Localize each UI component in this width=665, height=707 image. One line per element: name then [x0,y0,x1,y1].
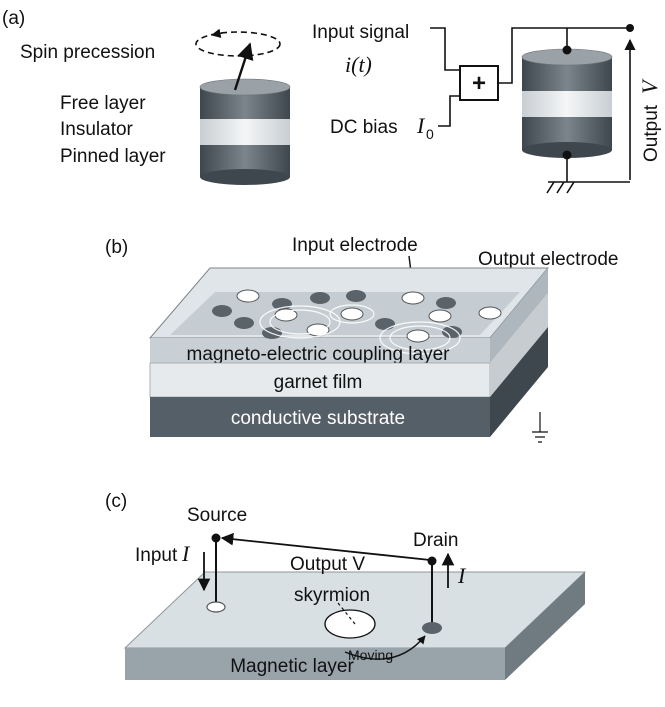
drain-current-symbol: I [457,563,467,588]
adder-symbol: + [472,70,486,97]
moving-arrow [344,635,426,660]
output-label: Output [641,104,662,162]
mtj-pillar-right [521,48,613,158]
drain-label: Drain [413,530,458,551]
input-symbol: I [181,541,191,566]
output-label-group: Output V [637,78,662,162]
garnet-film-label: garnet film [274,372,363,393]
output-electrode [212,305,232,317]
output-voltage-line [220,532,431,561]
coupling-layer-label: magneto-electric coupling layer [187,344,451,365]
pillar-top-ellipse [199,78,291,96]
substrate-label: conductive substrate [231,408,405,429]
output-electrode-label: Output electrode [478,249,618,270]
substrate-side [490,327,548,437]
input-signal-wire [430,27,460,71]
dc-bias-symbol: I [416,113,426,138]
dc-bias-wire [438,95,460,127]
dc-bias-label: DC bias [330,117,398,138]
magnetic-layer-side [505,572,585,680]
input-signal-label: Input signal [312,22,409,43]
panel-b-tag: (b) [105,237,128,258]
substrate-ground-icon [532,431,548,443]
spin-precession-label: Spin precession [20,42,155,63]
garnet-film-side [490,293,548,397]
panel-c-tag: (c) [105,491,127,512]
input-electrode [478,306,502,320]
input-label: Input [135,545,178,566]
substrate-front [150,397,490,437]
source-electrode [206,601,226,613]
output-node-top [626,24,634,32]
output-electrode [310,292,330,304]
panel-b: (b) Input electrode Output electrode [105,235,618,443]
spin-wave-rings [259,304,461,355]
magnetic-layer-label: Magnetic layer [230,656,354,677]
magnetic-layer-front [125,648,505,680]
output-electrode [375,318,395,330]
moving-label: Moving [348,647,393,663]
pillar-bottom-ellipse [200,169,290,185]
ground-symbol [546,181,575,194]
drain-electrode [422,622,442,634]
precession-direction-arrow [211,28,223,39]
adder-box [459,65,499,101]
mtj-pillar-left [199,78,291,185]
skyrmion-label: skyrmion [294,585,370,606]
coupling-layer-front [150,338,490,363]
insulator-label: Insulator [60,119,134,140]
panel-a: (a) Spin precession Free layer Insulator… [2,8,662,194]
source-label: Source [187,505,247,526]
skyrmion-pointer [337,602,356,625]
coupling-layer-side [490,268,548,363]
precession-orbit [195,31,281,57]
output-v-label: Output V [290,554,365,575]
dc-bias-subscript: 0 [426,126,434,142]
output-electrode [436,297,456,309]
input-signal-symbol: i(t) [345,52,372,77]
output-symbol: V [637,78,662,94]
input-electrode [401,291,425,305]
insulator-band [200,119,290,145]
adder-output-wire [498,27,630,84]
panel-c: (c) Source Drain Magnetic layer Input I … [105,491,587,680]
output-electrode [442,326,462,338]
magnetization-arrow [233,42,254,91]
electrode-array [212,289,502,343]
input-electrode [236,289,260,303]
output-electrode [346,290,366,302]
top-contact-dot [562,45,572,55]
free-layer-label: Free layer [60,93,146,114]
output-electrode [234,317,254,329]
input-electrode-label: Input electrode [292,235,418,256]
input-electrode [340,307,364,321]
skyrmion-marker [324,609,376,639]
panel-a-tag: (a) [2,8,25,29]
pinned-layer-label: Pinned layer [60,146,166,167]
input-electrode [428,309,452,323]
input-electrode [406,329,430,343]
